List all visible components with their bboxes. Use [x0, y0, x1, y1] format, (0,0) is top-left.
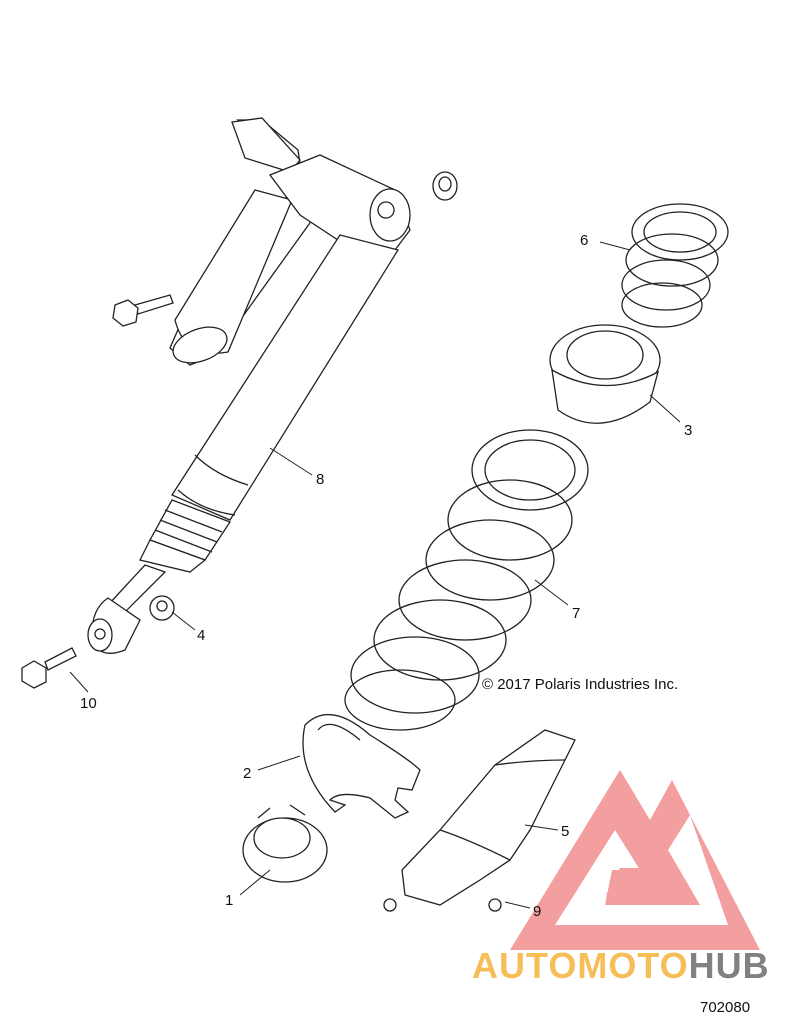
callout-6: 6	[580, 232, 588, 249]
part-3-spring-seat	[549, 324, 661, 424]
part-10-lower-bolt	[21, 647, 77, 689]
callout-5: 5	[561, 823, 569, 840]
callout-9: 9	[533, 903, 541, 920]
part-8-shock-absorber	[87, 117, 411, 654]
callout-7: 7	[572, 605, 580, 622]
figure-number: 702080	[700, 999, 750, 1016]
callout-10: 10	[80, 695, 97, 712]
part-4-nut	[149, 595, 175, 621]
callout-8: 8	[316, 471, 324, 488]
leader-lines	[69, 241, 681, 909]
upper-nut-icon	[432, 171, 458, 201]
part-9-screws	[383, 898, 502, 912]
callout-3: 3	[684, 422, 692, 439]
watermark-logo-icon	[510, 770, 760, 950]
part-1-spring-retainer	[242, 804, 328, 883]
watermark-text-light: AUTOMOTO	[472, 945, 689, 986]
watermark-text: AUTOMOTOHUB	[472, 945, 770, 986]
callout-4: 4	[197, 627, 205, 644]
callout-2: 2	[243, 765, 251, 782]
upper-bolt-icon	[112, 294, 174, 327]
part-6-small-spring	[621, 203, 729, 328]
part-2-spring-clip-bracket	[302, 713, 421, 819]
watermark-text-dark: HUB	[689, 945, 770, 986]
part-7-main-spring	[344, 429, 589, 731]
copyright-notice: © 2017 Polaris Industries Inc.	[482, 676, 678, 693]
callout-1: 1	[225, 892, 233, 909]
part-5-shield	[401, 729, 576, 906]
